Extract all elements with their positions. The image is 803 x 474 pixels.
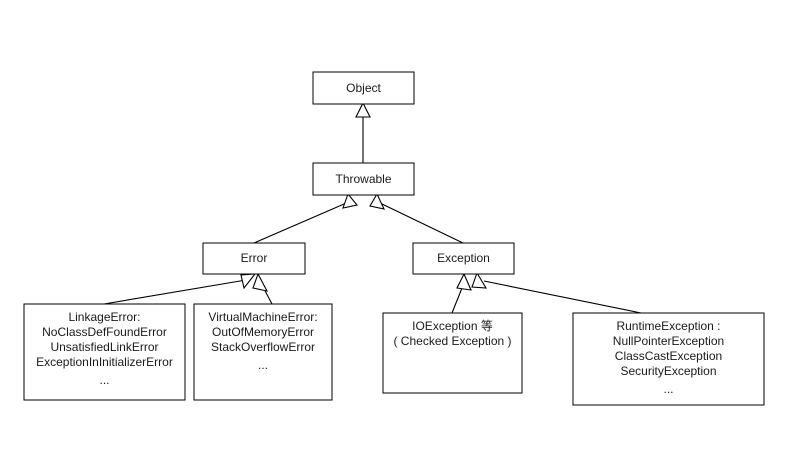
class-node-io-exception[interactable]: IOException 等 ( Checked Exception ) bbox=[382, 312, 523, 394]
edge-error-to-throwable bbox=[253, 192, 358, 244]
class-node-linkage-error-line-3: UnsatisfiedLinkError bbox=[50, 340, 158, 354]
class-node-runtime-exception[interactable]: RuntimeException : NullPointerException … bbox=[572, 312, 765, 406]
edge-layer bbox=[103, 101, 642, 314]
class-node-virtual-machine-error-line-4: ... bbox=[258, 358, 268, 372]
class-node-object-label: Object bbox=[346, 81, 381, 95]
generalization-arrowhead bbox=[342, 192, 358, 209]
class-node-runtime-exception-line-3: ClassCastException bbox=[615, 349, 722, 363]
class-node-exception[interactable]: Exception bbox=[412, 242, 515, 275]
class-node-io-exception-line-2: ( Checked Exception ) bbox=[393, 334, 511, 348]
class-node-io-exception-line-1: IOException 等 bbox=[412, 319, 493, 333]
class-node-error[interactable]: Error bbox=[202, 242, 306, 275]
generalization-arrowhead bbox=[471, 271, 488, 289]
edge-throwable-to-object bbox=[355, 101, 371, 163]
class-node-error-label: Error bbox=[241, 251, 268, 265]
class-node-virtual-machine-error-line-1: VirtualMachineError: bbox=[208, 310, 317, 324]
class-node-runtime-exception-line-5: ... bbox=[663, 382, 673, 396]
class-node-linkage-error-line-1: LinkageError: bbox=[68, 310, 140, 324]
class-node-exception-label: Exception bbox=[437, 251, 490, 265]
edge-io-exception-to-exception bbox=[451, 272, 472, 314]
edge-exception-to-throwable bbox=[369, 192, 464, 244]
generalization-arrowhead bbox=[456, 272, 472, 291]
class-node-throwable[interactable]: Throwable bbox=[312, 162, 415, 196]
class-node-linkage-error-line-2: NoClassDefFoundError bbox=[42, 325, 167, 339]
edge-runtime-exception-to-exception bbox=[471, 271, 642, 314]
class-node-linkage-error[interactable]: LinkageError: NoClassDefFoundError Unsat… bbox=[23, 303, 186, 401]
class-node-runtime-exception-line-2: NullPointerException bbox=[613, 334, 724, 348]
class-node-linkage-error-line-4: ExceptionInInitializerError bbox=[36, 355, 173, 369]
generalization-arrowhead bbox=[369, 192, 385, 210]
node-layer: Object Throwable Error Exception Linkage… bbox=[23, 71, 765, 406]
generalization-arrowhead bbox=[252, 272, 269, 292]
class-node-linkage-error-line-5: ... bbox=[99, 373, 109, 387]
generalization-arrowhead bbox=[240, 273, 257, 290]
class-node-throwable-label: Throwable bbox=[335, 172, 391, 186]
edge-linkage-error-to-error bbox=[103, 273, 257, 305]
class-node-runtime-exception-line-4: SecurityException bbox=[620, 364, 716, 378]
edge-virtual-machine-error-to-error bbox=[252, 272, 273, 305]
class-node-virtual-machine-error[interactable]: VirtualMachineError: OutOfMemoryError St… bbox=[193, 303, 333, 401]
class-node-object[interactable]: Object bbox=[312, 71, 415, 105]
generalization-arrowhead bbox=[355, 101, 371, 118]
class-node-virtual-machine-error-line-3: StackOverflowError bbox=[211, 340, 315, 354]
class-node-virtual-machine-error-line-2: OutOfMemoryError bbox=[212, 325, 314, 339]
class-node-runtime-exception-line-1: RuntimeException : bbox=[616, 319, 720, 333]
